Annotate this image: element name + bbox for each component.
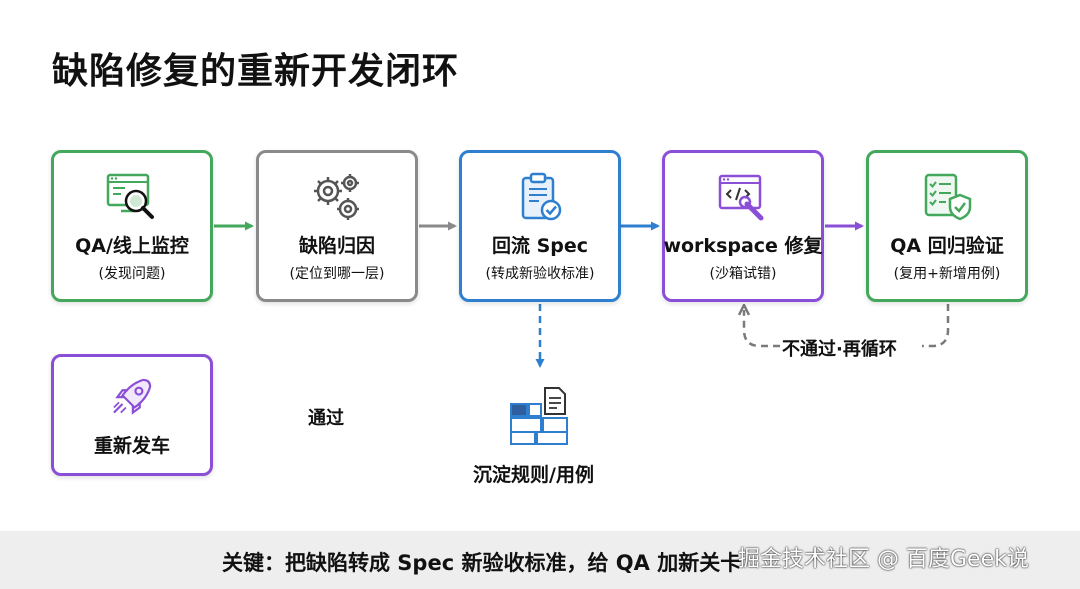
deposit-label: 沉淀规则/用例 bbox=[473, 464, 594, 486]
footer-bar bbox=[0, 531, 1080, 589]
node-relaunch: 重新发车 bbox=[51, 354, 213, 476]
node-sublabel: (定位到哪一层) bbox=[289, 266, 385, 282]
node-back-to-spec: 回流 Spec (转成新验收标准) bbox=[459, 150, 621, 302]
code-wrench-icon bbox=[718, 174, 764, 221]
node-label: 回流 Spec bbox=[491, 235, 589, 257]
watermark: 掘金技术社区 @ 百度Geek说 bbox=[738, 547, 1029, 572]
node-sublabel: (复用+新增用例) bbox=[893, 266, 1001, 282]
node-workspace-fix: workspace 修复 (沙箱试错) bbox=[662, 150, 824, 302]
gears-icon bbox=[314, 174, 359, 220]
footer-key-note: 关键：把缺陷转成 Spec 新验收标准，给 QA 加新关卡 bbox=[222, 551, 742, 575]
node-label: workspace 修复 bbox=[663, 235, 823, 257]
pass-label: 通过 bbox=[308, 408, 344, 429]
clipboard-check-icon bbox=[521, 172, 562, 221]
monitor-search-icon bbox=[106, 173, 154, 219]
node-defect-attribution: 缺陷归因 (定位到哪一层) bbox=[256, 150, 418, 302]
node-sublabel: (转成新验收标准) bbox=[485, 266, 595, 282]
node-label: 重新发车 bbox=[93, 435, 170, 457]
node-label: QA 回归验证 bbox=[890, 235, 1004, 257]
node-qa-regression: QA 回归验证 (复用+新增用例) bbox=[866, 150, 1028, 302]
page-title: 缺陷修复的重新开发闭环 bbox=[52, 51, 460, 92]
loop-label: 不通过·再循环 bbox=[782, 339, 897, 360]
node-label: QA/线上监控 bbox=[75, 235, 189, 257]
rocket-icon bbox=[113, 378, 152, 415]
node-qa-monitoring: QA/线上监控 (发现问题) bbox=[51, 150, 213, 302]
loop-back-arrow bbox=[744, 304, 950, 348]
checklist-shield-icon bbox=[924, 173, 972, 221]
node-label: 缺陷归因 bbox=[298, 235, 375, 257]
node-sublabel: (沙箱试错) bbox=[709, 266, 777, 282]
node-sublabel: (发现问题) bbox=[98, 266, 166, 282]
